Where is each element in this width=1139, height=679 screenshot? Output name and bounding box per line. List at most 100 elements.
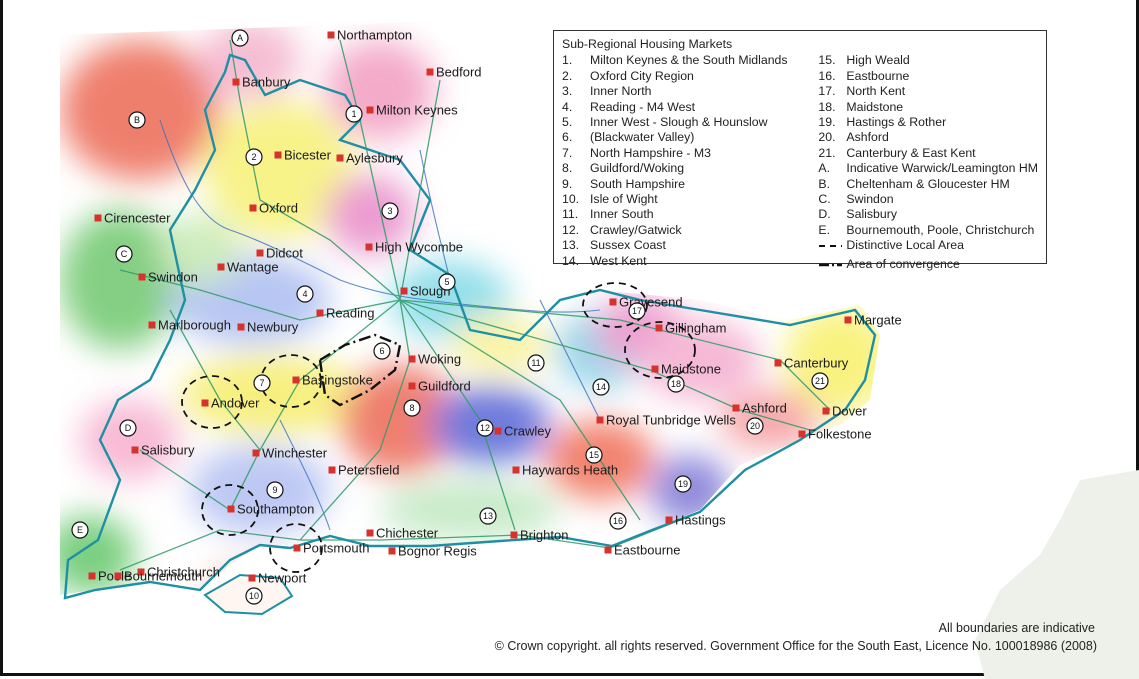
town-label: Northampton	[337, 28, 412, 43]
legend-item-label: Crawley/Gatwick	[590, 222, 682, 237]
town-label: Winchester	[262, 446, 328, 461]
town-hastings: Hastings	[665, 513, 726, 528]
legend-item-label: Isle of Wight	[590, 192, 658, 207]
town-brighton: Brighton	[510, 528, 568, 543]
town-christchurch: Christchurch	[137, 565, 220, 580]
town-label: Salisbury	[141, 443, 195, 458]
town-label: Bedford	[436, 65, 482, 80]
market-number-21: 21	[811, 372, 829, 390]
legend-item-number: C.	[818, 192, 831, 207]
legend-item-2: 2. Oxford City Region	[562, 69, 818, 84]
town-label: Christchurch	[147, 565, 220, 580]
legend-item-15: 15.High Weald	[818, 53, 1038, 68]
legend-item-9: 9.South Hampshire	[562, 177, 818, 192]
market-number-15: 15	[585, 446, 603, 464]
market-zones	[60, 22, 880, 595]
legend-item-1: 1.Milton Keynes & the South Midlands	[562, 53, 818, 68]
market-number-label: 10	[249, 591, 259, 601]
market-number-label: 5	[444, 277, 449, 287]
market-number-label: 1	[351, 109, 356, 119]
market-number-4: 4	[296, 285, 314, 303]
legend-item-number: E.	[818, 222, 831, 237]
town-northampton: Northampton	[327, 28, 412, 43]
legend-item-number: 5.	[562, 115, 573, 130]
town-label: Gravesend	[619, 295, 683, 310]
market-number-circle	[811, 372, 829, 390]
town-eastbourne: Eastbourne	[604, 543, 681, 558]
market-number-17: 17	[628, 302, 646, 320]
market-number-circle	[609, 512, 627, 530]
town-milton-keynes: Milton Keynes	[366, 103, 458, 118]
market-number-label: C	[121, 249, 128, 259]
town-marker	[388, 547, 396, 555]
town-label: Didcot	[266, 246, 303, 261]
legend-item-label: Inner West - Slough & Hounslow	[590, 115, 768, 130]
legend-item-label: North Hampshire - M3	[590, 145, 711, 160]
market-number-circle	[438, 273, 456, 291]
legend-item-number: 16.	[818, 68, 836, 83]
legend-item-number: 20.	[818, 130, 836, 145]
town-newbury: Newbury	[237, 320, 299, 335]
town-bicester: Bicester	[274, 148, 332, 163]
market-number-circle	[592, 378, 610, 396]
market-number-circle	[381, 202, 399, 220]
town-marker	[328, 466, 336, 474]
legend-item-number: 9.	[562, 176, 573, 191]
legend-item-number: 2.	[562, 68, 573, 83]
town-dover: Dover	[822, 404, 867, 419]
market-number-circle	[585, 446, 603, 464]
town-label: Banbury	[242, 75, 291, 90]
legend-item-20: 20. Ashford	[818, 130, 1038, 145]
legend-item-a: A.Indicative Warwick/Leamington HM	[818, 161, 1038, 176]
legend-key-local-area-symbol	[818, 238, 846, 256]
legend-item-label: Reading - M4 West	[590, 99, 696, 114]
town-canterbury: Canterbury	[774, 356, 849, 371]
legend-item-10: 10.Isle of Wight	[562, 192, 818, 207]
france-landmass	[975, 470, 1139, 679]
town-label: Woking	[418, 352, 461, 367]
legend-item-label: Ashford	[846, 130, 889, 145]
market-number-label: 16	[613, 516, 623, 526]
market-number-12: 12	[476, 419, 494, 437]
market-number-label: 14	[596, 382, 606, 392]
market-number-label: 13	[483, 511, 493, 521]
town-label: Reading	[326, 306, 374, 321]
town-marker	[426, 68, 434, 76]
legend-item-e: E.Bournemouth, Poole, Christchurch	[818, 223, 1038, 238]
town-label: Gillingham	[665, 321, 726, 336]
legend-key-local-area-label: Distinctive Local Area	[846, 238, 964, 253]
legend-item-7: 7.North Hampshire - M3	[562, 146, 818, 161]
market-number-d: D	[119, 419, 137, 437]
market-number-7: 7	[253, 374, 271, 392]
town-label: High Wycombe	[375, 240, 463, 255]
town-marker	[596, 416, 604, 424]
market-number-label: D	[125, 423, 132, 433]
town-marker	[366, 106, 374, 114]
town-aylesbury: Aylesbury	[336, 151, 403, 166]
legend-item-number: 1.	[562, 53, 573, 68]
legend-item-12: 12. Crawley/Gatwick	[562, 223, 818, 238]
town-label: Brighton	[520, 528, 568, 543]
town-oxford: Oxford	[249, 201, 298, 216]
legend-item-label: Oxford City Region	[590, 68, 694, 83]
legend-item-number: 12.	[562, 222, 580, 237]
legend-item-number: D.	[818, 207, 831, 222]
town-marker	[237, 323, 245, 331]
town-marker	[665, 516, 673, 524]
market-number-label: E	[77, 525, 83, 535]
town-marker	[365, 243, 373, 251]
market-number-circle	[71, 521, 89, 539]
regional-boundary	[63, 53, 877, 600]
legend-title: Sub-Regional Housing Markets	[562, 37, 733, 51]
town-basingstoke: Basingstoke	[292, 373, 373, 388]
town-label: Oxford	[259, 201, 298, 216]
town-royal-tunbridge-wells: Royal Tunbridge Wells	[596, 413, 736, 428]
town-label: Bicester	[284, 148, 332, 163]
legend-item-label: Hastings & Rother	[846, 115, 947, 130]
market-number-c: C	[115, 245, 133, 263]
market-number-2: 2	[245, 148, 263, 166]
town-marker	[408, 355, 416, 363]
